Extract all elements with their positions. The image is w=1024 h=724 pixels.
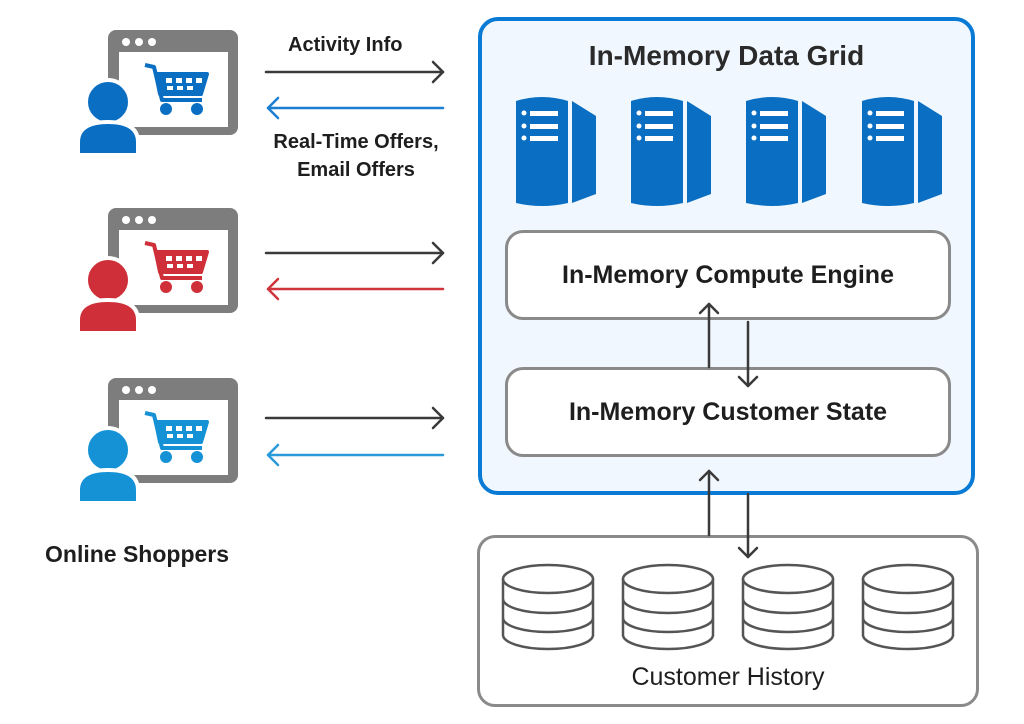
database-icon [861, 563, 955, 651]
state-to-engine-arrow [698, 302, 720, 369]
shopper-3-icon [76, 378, 238, 505]
data-grid-title: In-Memory Data Grid [588, 40, 865, 71]
server-icon [746, 97, 826, 206]
offer-arrow-3 [266, 443, 445, 467]
customer-history-label: Customer History [631, 663, 825, 691]
online-shoppers-label: Online Shoppers [45, 541, 230, 567]
customer-state-label: In-Memory Customer State [568, 397, 888, 426]
activity-arrow-3 [264, 406, 445, 430]
offers-label-line1: Real-Time Offers, [273, 131, 439, 153]
server-icon [862, 97, 942, 206]
user-avatar-icon [76, 426, 140, 505]
database-icon [621, 563, 715, 651]
history-to-state-arrow [698, 469, 720, 537]
offers-label-line2: Email Offers [297, 159, 415, 181]
activity-arrow-1 [264, 60, 445, 84]
compute-engine-label: In-Memory Compute Engine [562, 260, 894, 289]
server-icon [516, 97, 596, 206]
database-icon [741, 563, 835, 651]
database-icon [501, 563, 595, 651]
shopper-2-icon [76, 208, 238, 335]
user-avatar-icon [76, 78, 140, 157]
user-avatar-icon [76, 256, 140, 335]
activity-arrow-2 [264, 241, 445, 265]
shopper-1-icon [76, 30, 238, 157]
customer-history-box [477, 535, 979, 707]
engine-to-state-arrow [737, 320, 759, 388]
server-icon [631, 97, 711, 206]
state-to-history-arrow [737, 492, 759, 559]
offer-arrow-2 [266, 277, 445, 301]
offer-arrow-1 [266, 96, 445, 120]
activity-info-label: Activity Info [288, 34, 403, 56]
offers-label: Real-Time Offers, Email Offers [256, 128, 456, 184]
compute-engine-box: In-Memory Compute Engine [505, 230, 951, 320]
customer-state-box: In-Memory Customer State [505, 367, 951, 457]
